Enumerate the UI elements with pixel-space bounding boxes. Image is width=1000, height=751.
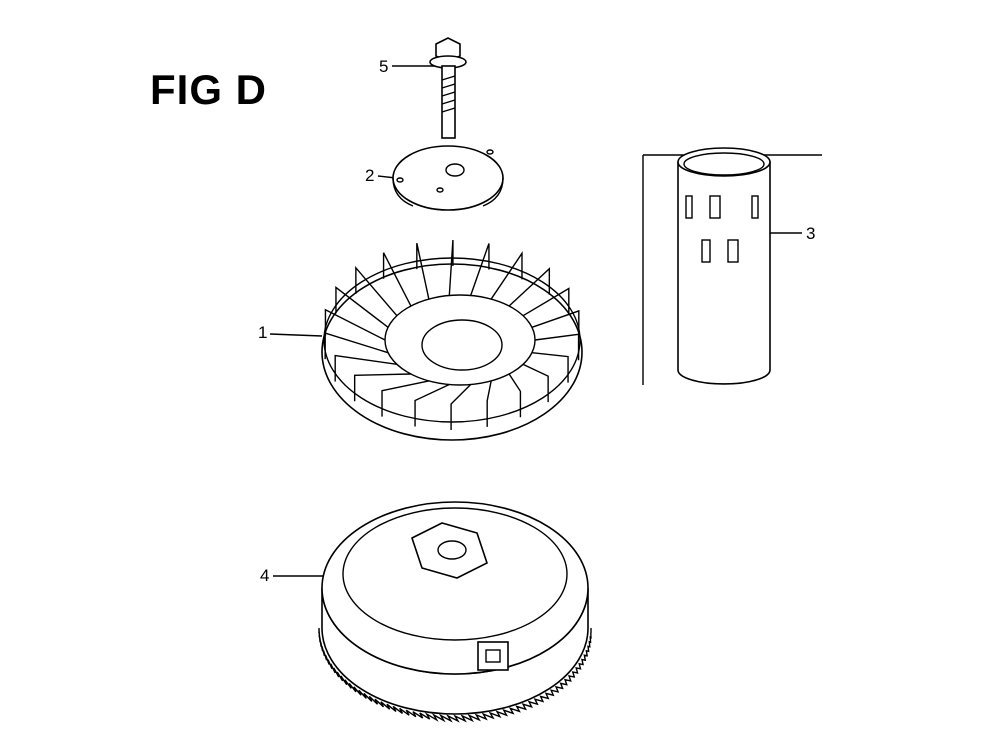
fan-fin <box>448 239 454 296</box>
gear-teeth <box>318 627 592 723</box>
flywheel-part <box>318 501 592 723</box>
fan-fin <box>324 308 386 341</box>
fan-fin <box>381 380 429 417</box>
fan-fin <box>490 251 523 300</box>
fan-fin <box>334 354 398 382</box>
callout-2: 2 <box>365 166 375 185</box>
fan-fin <box>450 384 472 430</box>
fan-fin <box>508 373 522 418</box>
fan-fin <box>335 285 389 328</box>
callout-1: 1 <box>258 323 268 342</box>
bolt-part <box>429 37 467 139</box>
callout-5: 5 <box>379 57 389 76</box>
callout-3: 3 <box>806 224 816 243</box>
fan-fin <box>470 243 490 296</box>
fan-fin <box>382 252 412 307</box>
fan-fin <box>531 351 569 383</box>
fan-fin <box>531 309 580 337</box>
fan-fin <box>414 383 450 427</box>
fan-fin <box>416 243 430 300</box>
figure-title: FIG D <box>150 66 267 113</box>
fan-fin <box>508 267 551 307</box>
callout-4: 4 <box>260 566 270 585</box>
fan-fin <box>522 363 549 403</box>
plate-part <box>392 145 504 211</box>
sleeve-part <box>677 147 771 385</box>
cooling-fan-part <box>321 239 583 441</box>
fan-fin <box>353 373 411 402</box>
fan-fin <box>355 265 398 317</box>
fan-fin <box>522 287 570 317</box>
fan-fin <box>486 380 492 427</box>
